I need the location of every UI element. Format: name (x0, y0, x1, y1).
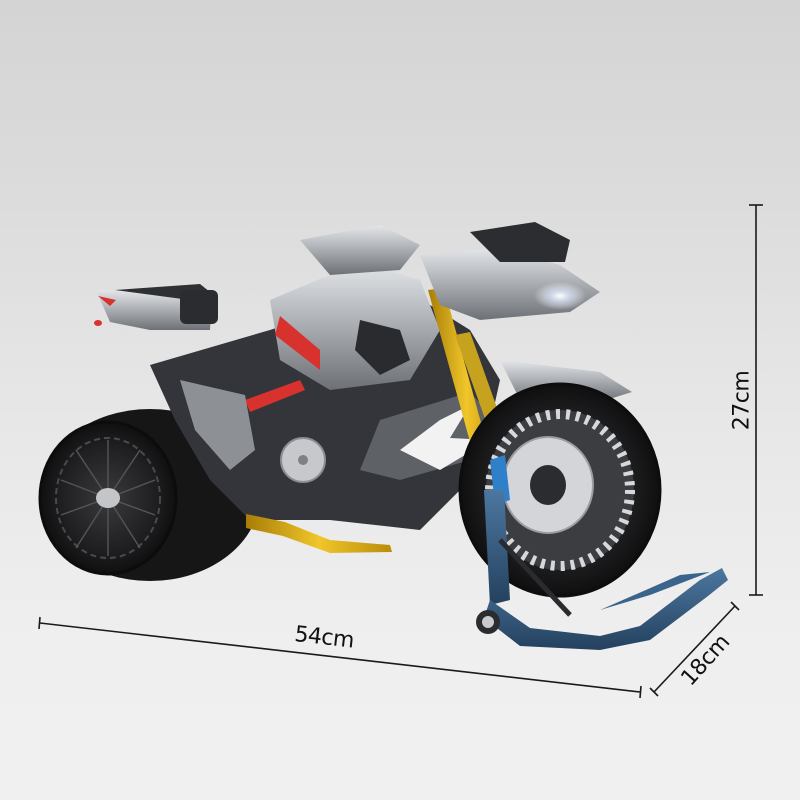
dimension-line-height (749, 204, 763, 596)
tail-section (94, 284, 218, 330)
front-fairing (420, 222, 632, 402)
motorcycle-body (150, 225, 500, 530)
dimension-line-width (649, 601, 740, 697)
height-label: 27cm (729, 370, 755, 431)
exhaust-pipe (246, 514, 392, 553)
paddock-stand (476, 490, 728, 650)
front-wheel (458, 382, 662, 598)
dimension-line-length (38, 616, 642, 699)
